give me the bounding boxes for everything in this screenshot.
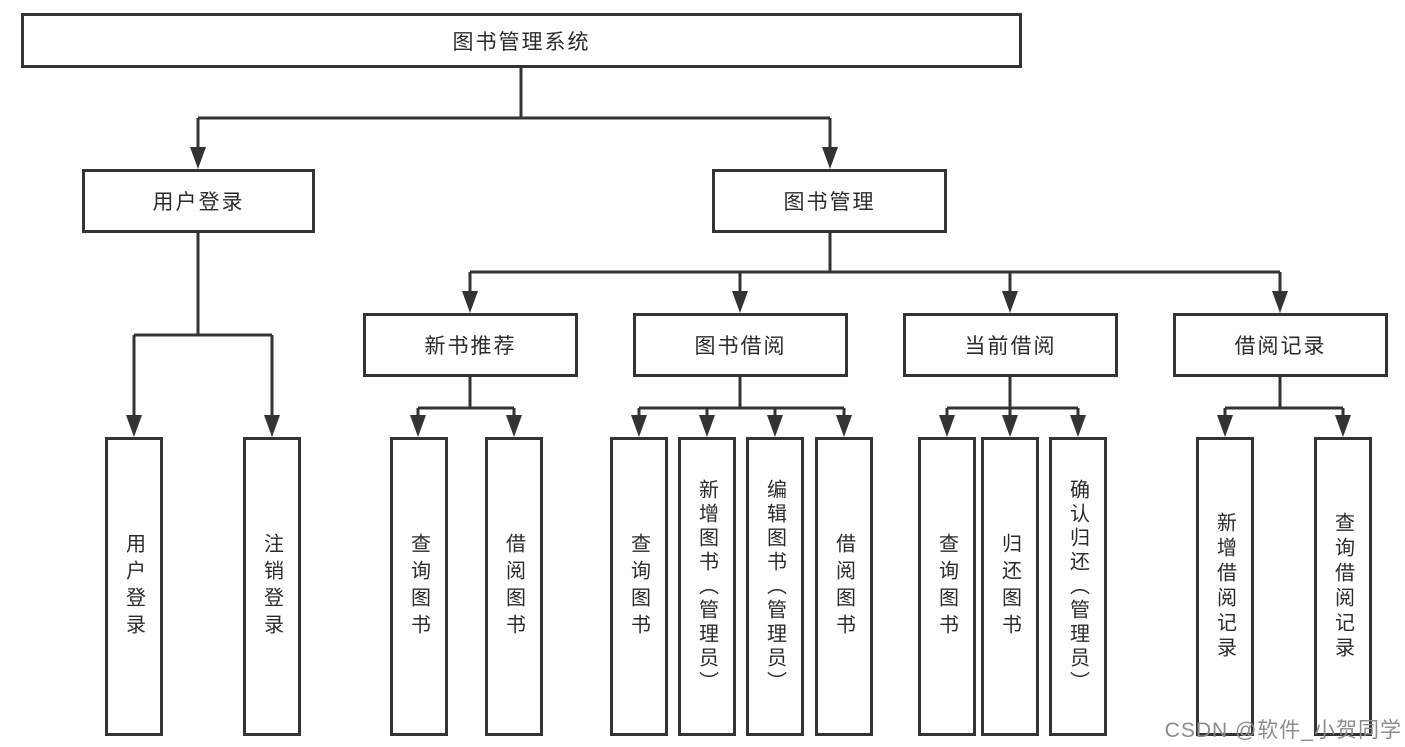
node-book-management: 图书管理 (712, 169, 947, 233)
leaf-rec-query-record: 查询借阅记录 (1314, 437, 1372, 736)
leaf-bb-query-books: 查询图书 (610, 437, 668, 736)
node-new-book-recommend: 新书推荐 (363, 313, 578, 377)
csdn-watermark: CSDN @软件_小贺同学 (1164, 719, 1402, 742)
leaf-bb-add-books-admin: 新增图书（管理员） (678, 437, 736, 736)
leaf-rec-add-record: 新增借阅记录 (1196, 437, 1254, 736)
node-borrow-records: 借阅记录 (1173, 313, 1388, 377)
node-system-root: 图书管理系统 (21, 13, 1022, 68)
leaf-nb-borrow-books: 借阅图书 (485, 437, 543, 736)
node-user-login: 用户登录 (82, 169, 315, 233)
node-book-borrow: 图书借阅 (633, 313, 848, 377)
node-current-borrow: 当前借阅 (903, 313, 1118, 377)
arrowheads (126, 147, 1351, 437)
leaf-nb-query-books: 查询图书 (390, 437, 448, 736)
leaf-cb-return-books: 归还图书 (981, 437, 1039, 736)
leaf-bb-borrow-books: 借阅图书 (815, 437, 873, 736)
leaf-cb-confirm-return-admin: 确认归还（管理员） (1049, 437, 1107, 736)
leaf-logout: 注销登录 (243, 437, 301, 736)
leaf-bb-edit-books-admin: 编辑图书（管理员） (746, 437, 804, 736)
leaf-user-login: 用户登录 (105, 437, 163, 736)
leaf-cb-query-books: 查询图书 (918, 437, 976, 736)
